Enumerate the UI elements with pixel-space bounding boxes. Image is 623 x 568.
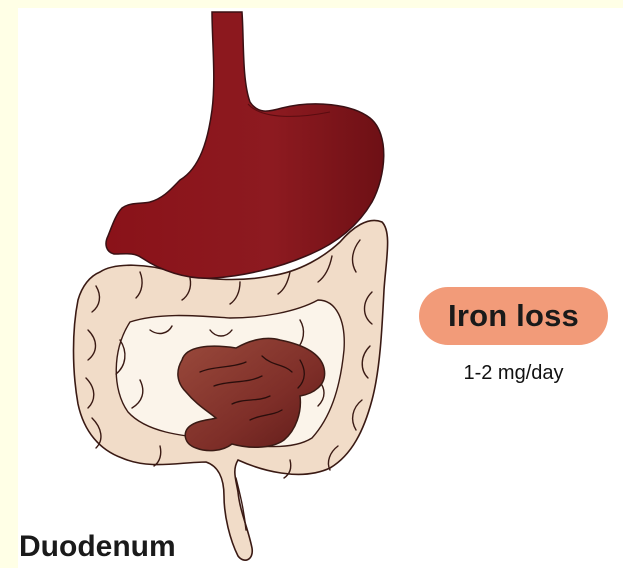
iron-loss-label: Iron loss bbox=[448, 298, 579, 334]
duodenum-label: Duodenum bbox=[19, 532, 176, 562]
stomach bbox=[106, 12, 384, 278]
iron-loss-badge: Iron loss bbox=[419, 287, 608, 345]
iron-loss-rate: 1-2 mg/day bbox=[419, 362, 608, 385]
